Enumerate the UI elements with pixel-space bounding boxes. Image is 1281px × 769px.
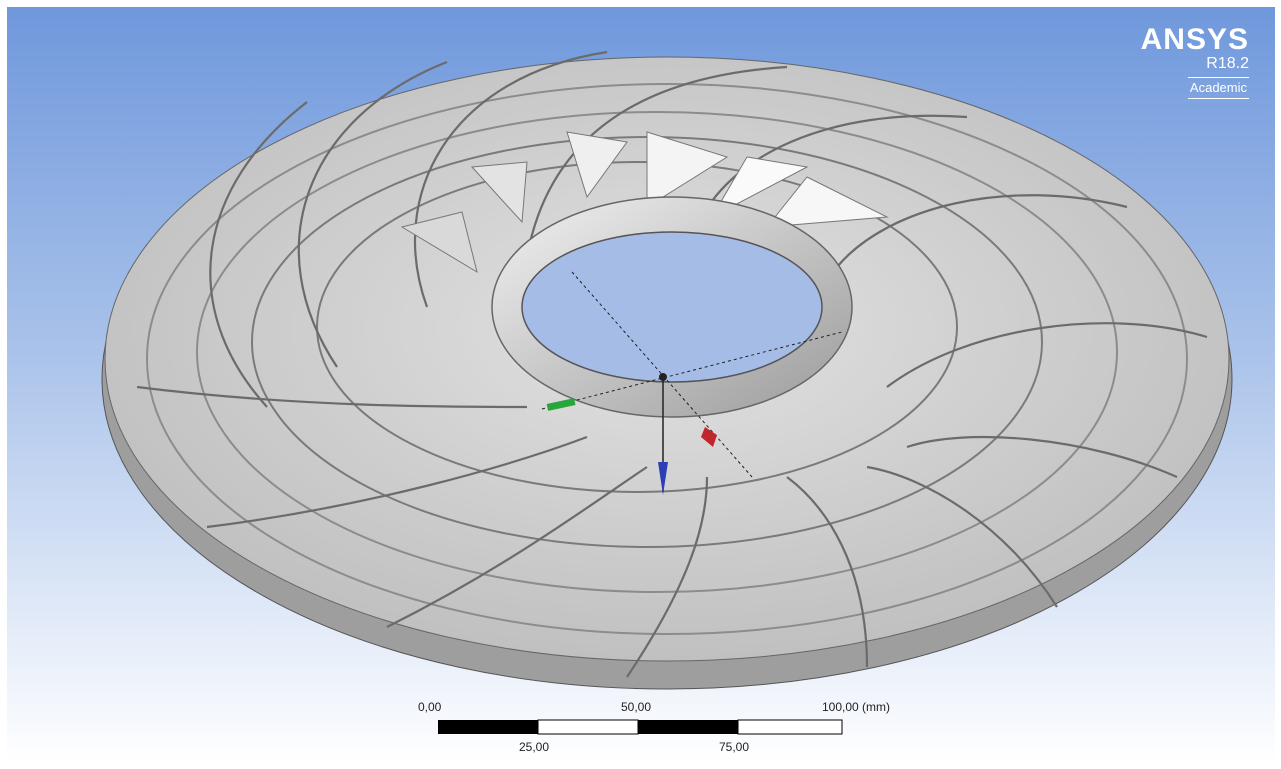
y-axis-arrow <box>546 398 576 411</box>
blade-tips <box>400 131 889 274</box>
scale-label-100: 100,00 (mm) <box>822 700 891 714</box>
logo-license: Academic <box>1187 77 1249 99</box>
z-axis-arrow <box>658 462 668 495</box>
impeller-model[interactable] <box>7 7 1275 763</box>
scale-label-75: 75,00 <box>719 740 750 754</box>
impeller-eye <box>521 231 823 383</box>
scale-label-50: 50,00 <box>621 700 652 714</box>
coordinate-triad <box>541 271 843 495</box>
logo-version: R18.2 <box>1206 55 1249 72</box>
x-axis-arrow <box>701 427 717 447</box>
ansys-logo: ANSYS R18.2 Academic <box>1139 25 1249 99</box>
scale-label-0: 0,00 <box>418 700 442 714</box>
logo-brand: ANSYS <box>1140 23 1249 56</box>
graphics-viewport[interactable]: ANSYS R18.2 Academic 0,00 50,00 100,00 (… <box>7 7 1275 763</box>
scale-bar <box>438 719 843 735</box>
blade-curves <box>136 50 1208 678</box>
blades <box>146 83 1188 635</box>
scale-label-25: 25,00 <box>519 740 550 754</box>
